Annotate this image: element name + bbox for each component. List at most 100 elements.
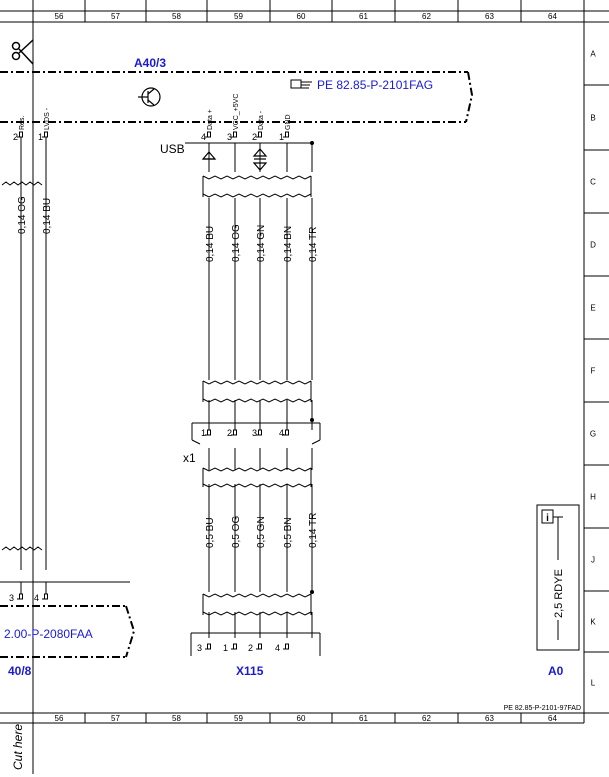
ground-wire xyxy=(553,516,563,640)
row-label-L: L xyxy=(591,679,596,688)
cut-here-text: Cut here xyxy=(11,724,25,770)
svg-text:2: 2 xyxy=(248,643,253,653)
x1-pin-4: 4 xyxy=(279,428,289,438)
ground-wire-label: 2,5 RDYE xyxy=(553,569,565,618)
row-dividers xyxy=(584,21,609,714)
wire-label-upper: 0,14 BN xyxy=(283,226,294,262)
column-label-62: 62 xyxy=(422,12,431,21)
reference-pe-left[interactable]: 2.00-P-2080FAA xyxy=(4,627,93,641)
pin-number: 1 xyxy=(38,132,43,142)
transistor-icon xyxy=(138,87,161,107)
column-label-59: 59 xyxy=(234,12,243,21)
svg-text:i: i xyxy=(546,513,549,524)
svg-text:3: 3 xyxy=(197,643,202,653)
x115-pin-3: 3 xyxy=(197,643,211,653)
pin-number: 3 xyxy=(227,132,232,142)
column-label-63: 63 xyxy=(485,12,494,21)
column-label-bottom-62: 62 xyxy=(422,714,431,723)
info-icon: i xyxy=(541,509,554,524)
x1-connector[interactable] xyxy=(191,422,321,445)
wire-label-lower: 0,14 TR xyxy=(308,513,319,548)
component-label-a40-8: 40/8 xyxy=(8,664,32,678)
component-label-x115: X115 xyxy=(236,664,264,678)
pin-name: Data + xyxy=(207,109,214,130)
column-label-bottom-57: 57 xyxy=(111,714,120,723)
pin-name: Res. xyxy=(19,116,26,130)
x1-connector-pins: 1 2 3 4 xyxy=(201,428,289,438)
svg-text:3: 3 xyxy=(9,593,14,603)
row-label-A: A xyxy=(590,50,596,59)
reference-pe-82-85[interactable]: PE 82.85-P-2101FAG xyxy=(317,78,433,92)
x115-pin-4: 4 xyxy=(275,643,289,653)
column-label-bottom-63: 63 xyxy=(485,714,494,723)
column-label-bottom-60: 60 xyxy=(297,714,306,723)
pin-name: GND xyxy=(285,114,292,130)
wire-label-lower: 0,5 BN xyxy=(283,517,294,548)
x115-connector[interactable] xyxy=(190,632,321,656)
row-label-B: B xyxy=(590,114,595,123)
wire-label-upper: 0,14 TR xyxy=(308,227,319,262)
a40-3-boundary xyxy=(0,71,474,123)
row-label-C: C xyxy=(590,178,596,187)
wire-label-upper: 0,14 OG xyxy=(231,224,242,262)
svg-text:4: 4 xyxy=(34,593,39,603)
left-wire-label: 0,14 BU xyxy=(42,198,53,234)
pin-name: Data - xyxy=(258,110,265,130)
left-bottom-pin-4: 4 xyxy=(34,582,48,603)
svg-text:4: 4 xyxy=(279,428,284,438)
svg-text:1: 1 xyxy=(201,428,206,438)
x1-label: x1 xyxy=(183,451,196,465)
left-wire-label: 0,14 OG xyxy=(17,196,28,234)
column-label-bottom-61: 61 xyxy=(359,714,368,723)
wire-label-lower: 0,5 BU xyxy=(205,517,216,548)
usb-label: USB xyxy=(160,142,185,156)
svg-text:4: 4 xyxy=(275,643,280,653)
cut-here-label: Cut here xyxy=(2,712,32,772)
pin-number: 4 xyxy=(201,132,206,142)
column-label-60: 60 xyxy=(297,12,306,21)
pin-number: 2 xyxy=(13,132,18,142)
wire-label-lower: 0,5 GN xyxy=(256,516,267,548)
row-label-H: H xyxy=(590,493,596,502)
component-label-a40-3: A40/3 xyxy=(134,56,166,70)
x115-pin-1: 1 xyxy=(223,643,237,653)
x115-pin-2: 2 xyxy=(248,643,262,653)
reference-hand-icon xyxy=(290,79,312,89)
svg-text:1: 1 xyxy=(223,643,228,653)
wire-label-upper: 0,14 BU xyxy=(205,226,216,262)
x1-pin-2: 2 xyxy=(227,428,237,438)
a40-8-boundary xyxy=(0,605,136,658)
column-label-58: 58 xyxy=(172,12,181,21)
column-label-bottom-56: 56 xyxy=(55,714,64,723)
scissors-icon xyxy=(11,39,34,65)
column-label-bottom-64: 64 xyxy=(548,714,557,723)
column-label-61: 61 xyxy=(359,12,368,21)
pin-number: 1 xyxy=(279,132,284,142)
x1-pin-3: 3 xyxy=(252,428,262,438)
column-label-64: 64 xyxy=(548,12,557,21)
x1-pin-1: 1 xyxy=(201,428,211,438)
footer-reference: PE 82.85-P-2101-97FAD xyxy=(504,705,581,712)
left-wires: 0,14 OG 0,14 BU xyxy=(1,137,53,570)
column-dividers xyxy=(32,0,585,723)
component-label-a0: A0 xyxy=(548,664,564,678)
x115-connector-pins: 3 1 2 4 xyxy=(197,643,289,653)
row-label-J: J xyxy=(591,556,595,565)
a0-component-box[interactable] xyxy=(536,504,580,651)
left-bottom-pin-3: 3 xyxy=(9,582,23,603)
row-label-E: E xyxy=(590,304,595,313)
